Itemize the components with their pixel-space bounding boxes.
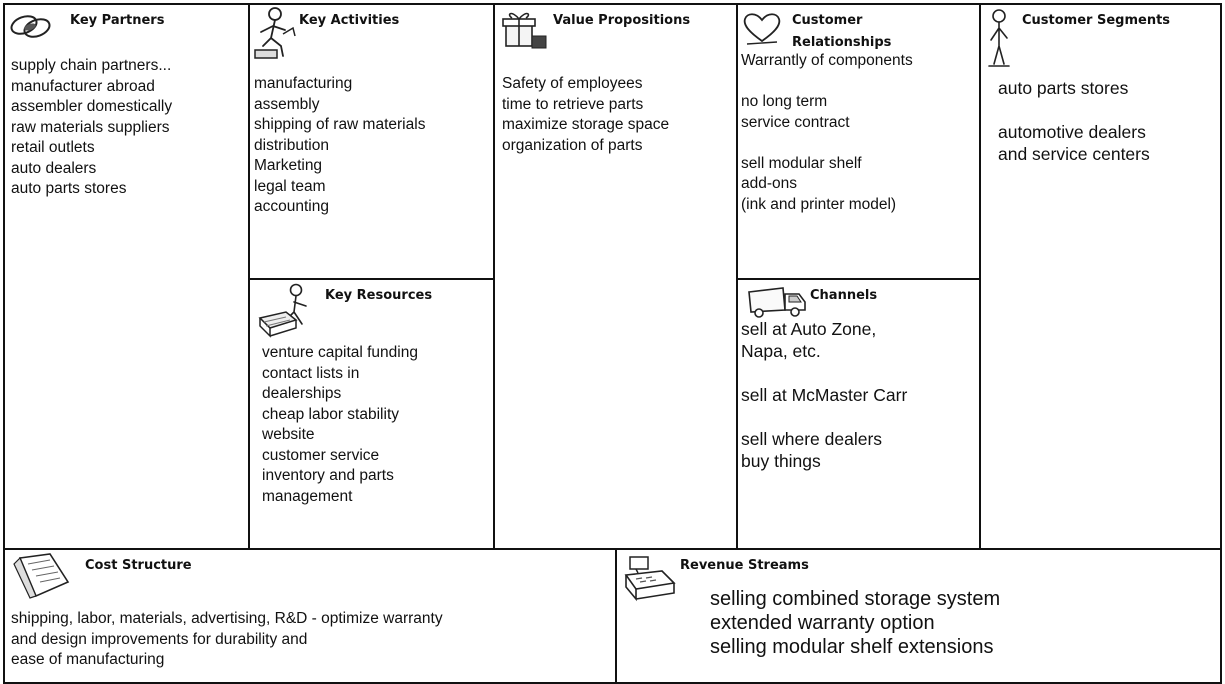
- list-item: sell where dealers: [741, 429, 883, 449]
- list-item: [741, 133, 913, 154]
- customer-segments-list: auto parts stores automotive dealers and…: [998, 77, 1150, 165]
- list-item: management: [262, 487, 353, 505]
- key-resources-block: [248, 278, 495, 550]
- list-item: assembler domestically: [11, 98, 173, 115]
- list-item: extended warranty option: [710, 612, 935, 634]
- list-item: shipping, labor, materials, advertising,…: [11, 610, 443, 627]
- list-item: Napa, etc.: [741, 341, 821, 361]
- gift-icon: [500, 8, 550, 52]
- list-item: supply chain partners...: [11, 57, 172, 74]
- truck-icon: [745, 284, 807, 320]
- chain-link-icon: [8, 10, 54, 42]
- key-resources-list: venture capital funding contact lists in…: [262, 343, 418, 507]
- list-item: venture capital funding: [262, 344, 418, 361]
- list-item: Marketing: [254, 157, 323, 174]
- channels-block: [736, 278, 981, 550]
- list-item: raw materials suppliers: [11, 118, 170, 136]
- list-item: sell at McMaster Carr: [741, 385, 908, 405]
- customer-relationships-title-line2: Relationships: [792, 35, 892, 50]
- list-item: auto parts stores: [998, 78, 1129, 98]
- list-item: organization of parts: [502, 136, 643, 154]
- list-item: sell modular shelf: [741, 154, 862, 172]
- list-item: Warrantly of components: [741, 52, 913, 69]
- customer-segments-title: Customer Segments: [1022, 13, 1171, 28]
- channels-title: Channels: [810, 288, 878, 303]
- customer-relationships-title-line1: Customer: [792, 13, 863, 28]
- cash-register-icon: [622, 553, 678, 603]
- value-propositions-block: [493, 3, 738, 550]
- list-item: automotive dealers: [998, 122, 1146, 142]
- list-item: assembly: [254, 95, 320, 113]
- revenue-streams-block: [615, 548, 1222, 684]
- list-item: auto parts stores: [11, 180, 127, 197]
- list-item: manufacturing: [254, 75, 353, 92]
- key-partners-list: supply chain partners... manufacturer ab…: [11, 56, 172, 200]
- list-item: sell at Auto Zone,: [741, 319, 877, 339]
- list-item: buy things: [741, 451, 821, 471]
- list-item: dealerships: [262, 385, 342, 402]
- heart-icon: [741, 10, 783, 46]
- customer-relationships-block: [736, 3, 981, 280]
- list-item: maximize storage space: [502, 116, 670, 133]
- list-item: [741, 406, 907, 428]
- cost-structure-title: Cost Structure: [85, 558, 192, 573]
- list-item: inventory and parts: [262, 467, 394, 484]
- value-propositions-list: Safety of employees time to retrieve par…: [502, 74, 669, 156]
- list-item: and design improvements for durability a…: [11, 630, 308, 648]
- revenue-streams-list: selling combined storage system extended…: [710, 587, 1000, 659]
- list-item: [998, 99, 1150, 121]
- channels-list: sell at Auto Zone, Napa, etc. sell at Mc…: [741, 318, 907, 472]
- list-item: retail outlets: [11, 139, 95, 156]
- list-item: distribution: [254, 136, 329, 154]
- customer-relationships-list: Warrantly of components no long term ser…: [741, 51, 913, 215]
- list-item: [741, 362, 907, 384]
- list-item: legal team: [254, 177, 326, 195]
- key-partners-title: Key Partners: [70, 13, 165, 28]
- list-item: [741, 72, 913, 93]
- list-item: shipping of raw materials: [254, 116, 426, 133]
- key-resources-title: Key Resources: [325, 288, 433, 303]
- list-item: selling combined storage system: [710, 588, 1001, 610]
- person-icon: [986, 8, 1012, 70]
- key-partners-block: [3, 3, 250, 550]
- key-activities-title: Key Activities: [299, 13, 400, 28]
- document-icon: [10, 552, 72, 600]
- list-item: manufacturer abroad: [11, 77, 155, 95]
- resources-icon: [256, 282, 320, 340]
- list-item: Safety of employees: [502, 75, 643, 92]
- list-item: selling modular shelf extensions: [710, 636, 994, 658]
- list-item: cheap labor stability: [262, 405, 399, 423]
- list-item: time to retrieve parts: [502, 95, 644, 113]
- list-item: add-ons: [741, 175, 798, 192]
- list-item: website: [262, 426, 315, 443]
- list-item: no long term: [741, 93, 828, 110]
- revenue-streams-title: Revenue Streams: [680, 558, 809, 573]
- list-item: accounting: [254, 198, 329, 215]
- list-item: contact lists in: [262, 364, 360, 382]
- key-activities-list: manufacturing assembly shipping of raw m…: [254, 74, 425, 218]
- list-item: ease of manufacturing: [11, 651, 165, 668]
- cost-structure-block: [3, 548, 617, 684]
- list-item: customer service: [262, 446, 380, 464]
- list-item: and service centers: [998, 144, 1150, 164]
- worker-icon: [253, 6, 297, 62]
- list-item: (ink and printer model): [741, 195, 897, 213]
- cost-structure-list: shipping, labor, materials, advertising,…: [11, 609, 443, 671]
- list-item: service contract: [741, 113, 850, 131]
- list-item: auto dealers: [11, 159, 97, 177]
- value-propositions-title: Value Propositions: [553, 13, 691, 28]
